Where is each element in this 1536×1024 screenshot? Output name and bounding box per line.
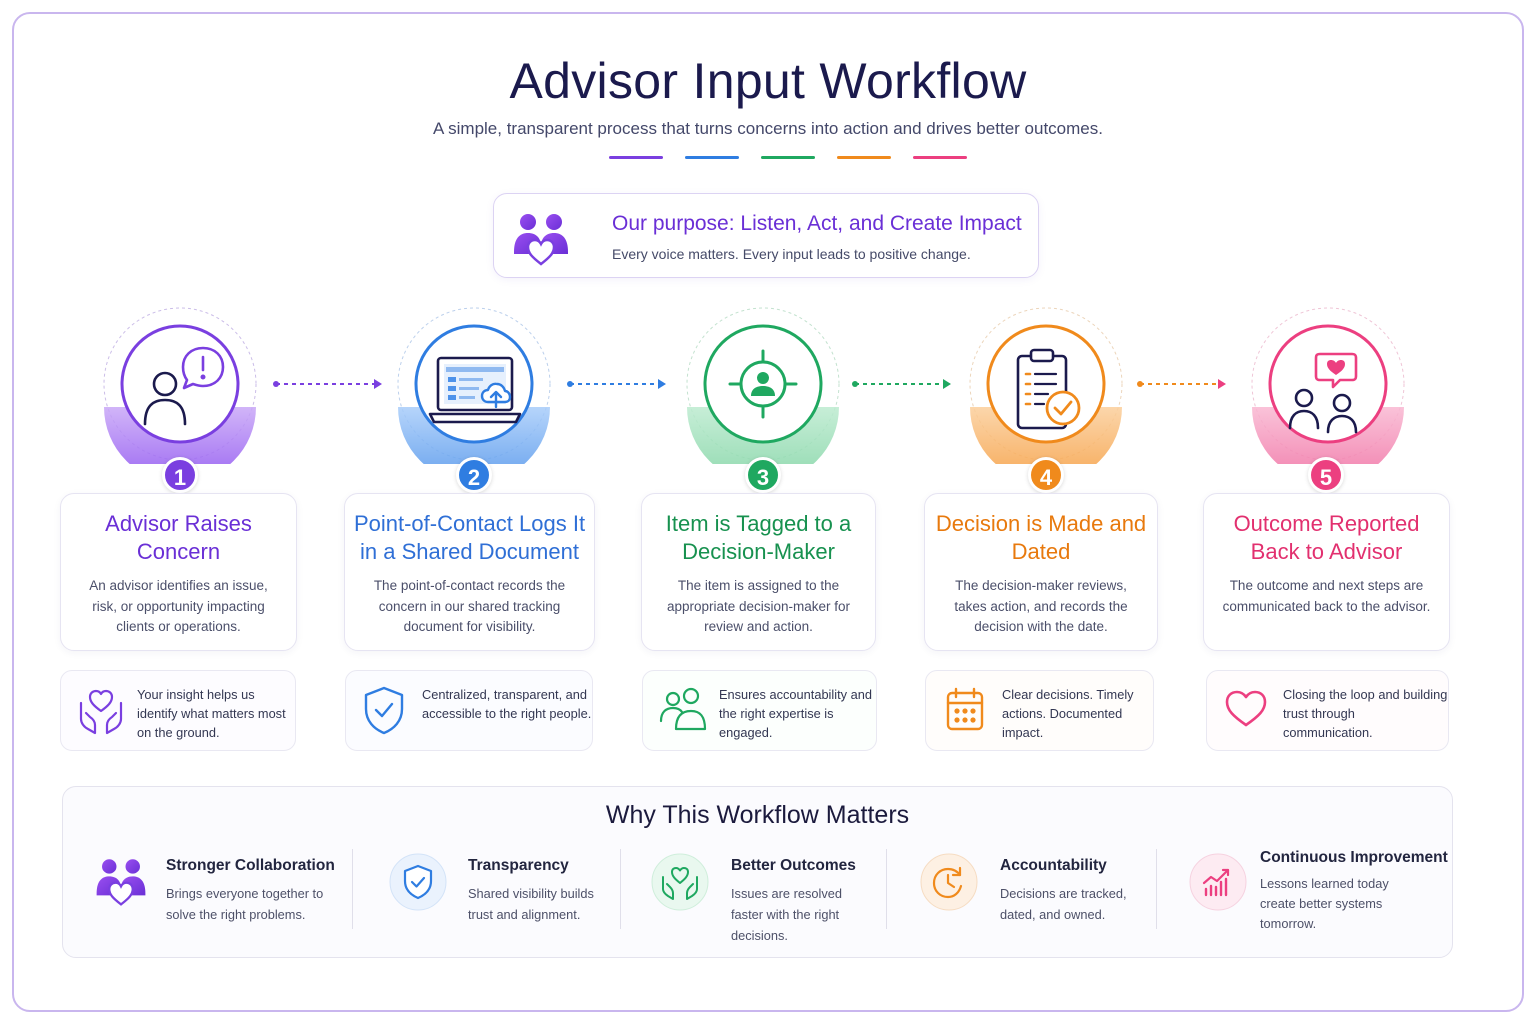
group-icon <box>659 685 707 738</box>
step-5-card: Outcome Reported Back to Advisor The out… <box>1203 493 1450 651</box>
step-1-to-2-arrow <box>272 377 384 396</box>
step-5-note-text: Closing the loop and building trust thro… <box>1283 687 1448 740</box>
step-4-to-5-arrow <box>1136 377 1228 396</box>
clock-icon <box>920 853 978 916</box>
step-5-number-badge: 5 <box>1308 457 1344 493</box>
laptop-upload-icon <box>428 354 522 433</box>
step-2-to-3-arrow <box>566 377 668 396</box>
step-4-card: Decision is Made and Dated The decision-… <box>924 493 1158 651</box>
step-1-card: Advisor Raises Concern An advisor identi… <box>60 493 297 651</box>
page-frame <box>12 12 1524 1012</box>
step-1-note: Your insight helps us identify what matt… <box>60 670 296 751</box>
step-3-card: Item is Tagged to a Decision-Maker The i… <box>641 493 876 651</box>
why-section: Why This Workflow Matters Stronger Colla… <box>62 786 1453 958</box>
target-person-icon <box>728 349 798 424</box>
step-1-circle <box>100 304 260 464</box>
benefit-collaboration: Stronger Collaboration Brings everyone t… <box>93 847 353 947</box>
calendar-icon <box>942 685 986 738</box>
benefit-improvement: Continuous Improvement Lessons learned t… <box>1189 839 1448 939</box>
hands-heart-icon <box>651 853 709 916</box>
benefit-outcomes-title: Better Outcomes <box>731 857 856 874</box>
people-heart-icon <box>93 853 149 912</box>
benefit-divider <box>886 849 887 929</box>
benefit-divider <box>352 849 353 929</box>
why-title: Why This Workflow Matters <box>605 801 910 829</box>
page-title: Advisor Input Workflow <box>509 53 1027 109</box>
benefit-accountability-text: Decisions are tracked, dated, and owned. <box>1000 886 1127 922</box>
step-2-title: Point-of-Contact Logs It in a Shared Doc… <box>353 511 586 564</box>
step-5-description: The outcome and next steps are communica… <box>1222 578 1431 614</box>
step-3-title: Item is Tagged to a Decision-Maker <box>665 511 852 564</box>
benefit-outcomes: Better Outcomes Issues are resolved fast… <box>651 847 891 947</box>
step-4-note: Clear decisions. Timely actions. Documen… <box>925 670 1154 751</box>
benefit-outcomes-text: Issues are resolved faster with the righ… <box>731 886 842 943</box>
benefit-accountability: Accountability Decisions are tracked, da… <box>920 847 1150 947</box>
people-message-heart-icon <box>1286 350 1370 439</box>
shield-check-icon <box>389 853 447 916</box>
color-dash-divider <box>609 156 967 159</box>
step-5-note: Closing the loop and building trust thro… <box>1206 670 1449 751</box>
benefit-transparency-title: Transparency <box>468 857 569 874</box>
step-2-number-badge: 2 <box>456 457 492 493</box>
step-1-title: Advisor Raises Concern <box>105 511 252 564</box>
page-subtitle: A simple, transparent process that turns… <box>433 119 1103 138</box>
step-2-card: Point-of-Contact Logs It in a Shared Doc… <box>344 493 595 651</box>
benefit-collaboration-text: Brings everyone together to solve the ri… <box>166 886 324 922</box>
step-3-number-badge: 3 <box>745 457 781 493</box>
step-4-note-text: Clear decisions. Timely actions. Documen… <box>1002 687 1134 740</box>
step-3-description: The item is assigned to the appropriate … <box>666 578 851 634</box>
step-2-note-text: Centralized, transparent, and accessible… <box>422 687 592 721</box>
benefit-collaboration-title: Stronger Collaboration <box>166 857 335 874</box>
benefit-accountability-title: Accountability <box>1000 857 1107 874</box>
clipboard-check-icon <box>1012 346 1084 437</box>
step-4-description: The decision-maker reviews, takes action… <box>954 578 1128 634</box>
benefit-transparency-text: Shared visibility builds trust and align… <box>468 886 594 922</box>
purpose-title: Our purpose: Listen, Act, and Create Imp… <box>612 212 1022 235</box>
benefit-improvement-title: Continuous Improvement <box>1260 849 1448 866</box>
step-4-title: Decision is Made and Dated <box>935 511 1147 564</box>
step-3-note-text: Ensures accountability and the right exp… <box>719 687 872 740</box>
shield-check-icon <box>362 685 406 740</box>
hands-heart-icon <box>77 685 125 740</box>
benefit-transparency: Transparency Shared visibility builds tr… <box>389 847 619 947</box>
step-2-note: Centralized, transparent, and accessible… <box>345 670 593 751</box>
step-4-number-badge: 4 <box>1028 457 1064 493</box>
step-1-number-badge: 1 <box>162 457 198 493</box>
growth-chart-icon <box>1189 853 1247 916</box>
benefit-improvement-text: Lessons learned today create better syst… <box>1260 876 1389 931</box>
purpose-box: Our purpose: Listen, Act, and Create Imp… <box>493 193 1039 278</box>
step-2-description: The point-of-contact records the concern… <box>373 578 566 634</box>
heart-icon <box>1223 685 1269 736</box>
benefit-divider <box>620 849 621 929</box>
step-3-to-4-arrow <box>851 377 953 396</box>
benefit-divider <box>1156 849 1157 929</box>
step-5-title: Outcome Reported Back to Advisor <box>1233 511 1420 564</box>
purpose-text: Every voice matters. Every input leads t… <box>612 246 971 262</box>
step-1-description: An advisor identifies an issue, risk, or… <box>89 578 268 634</box>
step-3-note: Ensures accountability and the right exp… <box>642 670 877 751</box>
person-alert-icon <box>135 344 225 433</box>
step-1-note-text: Your insight helps us identify what matt… <box>137 687 286 740</box>
people-heart-icon <box>510 208 572 271</box>
